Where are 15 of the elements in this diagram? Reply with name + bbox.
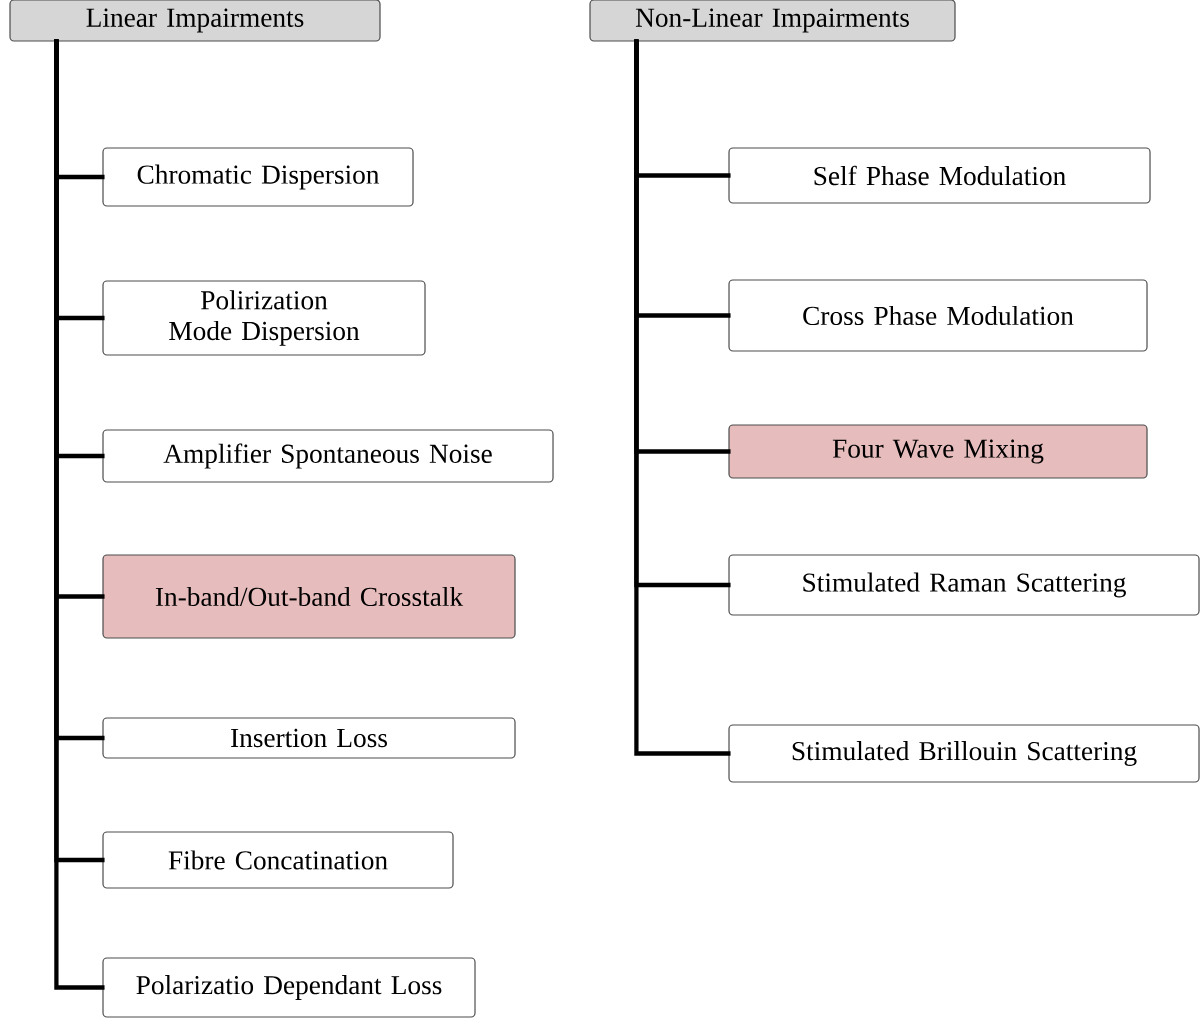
item-box: Fibre Concatination: [102, 831, 454, 889]
header-box: Linear Impairments: [9, 0, 381, 42]
connector-line: [634, 39, 731, 756]
item-box: Amplifier Spontaneous Noise: [102, 429, 554, 483]
item-box: Polirization Mode Dispersion: [102, 280, 426, 356]
item-box: Stimulated Raman Scattering: [728, 554, 1200, 616]
item-box: Polarizatio Dependant Loss: [102, 957, 476, 1018]
item-box: Cross Phase Modulation: [728, 279, 1148, 352]
item-box: Self Phase Modulation: [728, 147, 1151, 204]
highlighted-box: In-band/Out-band Crosstalk: [102, 554, 516, 639]
header-box: Non-Linear Impairments: [589, 0, 956, 42]
item-box: Insertion Loss: [102, 717, 516, 759]
item-box: Stimulated Brillouin Scattering: [728, 724, 1200, 783]
item-box: Chromatic Dispersion: [102, 147, 414, 207]
highlighted-box: Four Wave Mixing: [728, 424, 1148, 479]
